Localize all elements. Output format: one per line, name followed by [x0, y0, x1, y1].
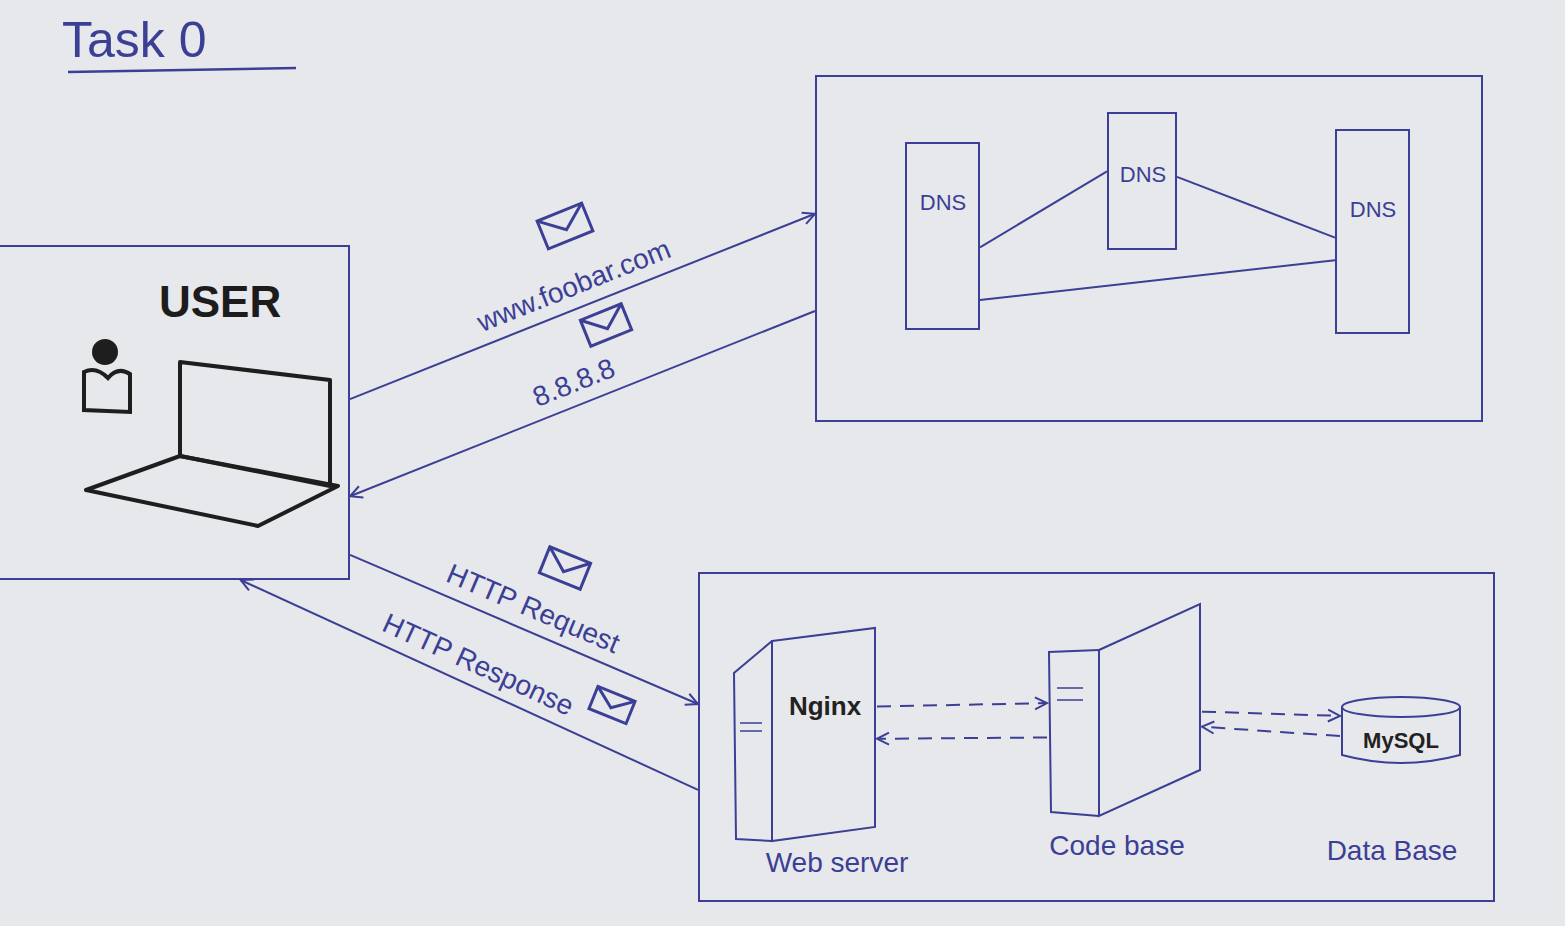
code-server: Code base — [1047, 602, 1202, 817]
connector — [980, 171, 1107, 247]
edge-label: www.foobar.com — [469, 232, 679, 341]
envelope-flap — [592, 686, 635, 715]
connector — [350, 311, 815, 496]
dashed-connector — [1202, 712, 1340, 716]
laptop-screen — [180, 362, 330, 486]
dns-region: DNS DNS DNS — [815, 75, 1483, 422]
server-side — [1049, 650, 1099, 816]
dns-server: DNS — [905, 142, 980, 330]
web-server: NginxWeb server — [732, 627, 877, 842]
server-shape — [732, 627, 877, 842]
server-front — [1099, 604, 1200, 816]
dashed-connector — [1202, 727, 1340, 736]
connector — [1177, 177, 1335, 238]
dashed-connector — [877, 737, 1047, 738]
envelope-icon — [589, 686, 635, 723]
envelope-icon — [537, 203, 593, 249]
user-box: USER — [0, 245, 350, 580]
node-label: MySQL — [1363, 728, 1439, 753]
server-front — [772, 628, 875, 841]
server-region: NginxWeb serverCode baseMySQLData Base — [698, 572, 1495, 902]
title: Task 0 — [62, 12, 207, 70]
server-slot — [740, 723, 762, 731]
cylinder-body — [1342, 707, 1460, 763]
envelope-icon — [580, 304, 631, 346]
envelope-flap — [543, 547, 591, 580]
node-label: Code base — [1049, 830, 1184, 862]
envelope-flap — [580, 304, 628, 337]
node-label: Nginx — [789, 692, 861, 722]
envelope-icon — [539, 547, 590, 589]
cylinder-top — [1342, 697, 1460, 717]
laptop-icon — [86, 362, 338, 526]
envelope-body — [539, 547, 590, 589]
server-slot — [1057, 688, 1083, 700]
envelope-body — [580, 304, 631, 346]
envelope-body — [589, 686, 635, 723]
person-body — [84, 370, 130, 412]
node-label: DNS — [1350, 197, 1396, 222]
server-shape — [1047, 602, 1202, 817]
node-label: DNS — [920, 190, 966, 215]
person-head — [92, 339, 118, 365]
server-side — [734, 641, 772, 841]
connector — [980, 260, 1335, 300]
node-caption: Web server — [766, 847, 909, 879]
database: MySQLData Base — [1340, 695, 1462, 767]
node-label: USER — [159, 277, 281, 328]
dns-server: DNS — [1107, 112, 1177, 250]
title-underline — [68, 68, 296, 72]
dashed-connector — [877, 703, 1047, 707]
person-icon — [84, 339, 130, 412]
dns-server: DNS — [1335, 129, 1410, 334]
laptop-base — [86, 456, 338, 526]
envelope-flap — [537, 203, 589, 239]
edge-label: 8.8.8.8 — [525, 351, 624, 416]
node-caption: Data Base — [1327, 835, 1458, 867]
node-label: DNS — [1120, 162, 1166, 187]
connector — [241, 580, 698, 790]
envelope-body — [537, 203, 593, 249]
